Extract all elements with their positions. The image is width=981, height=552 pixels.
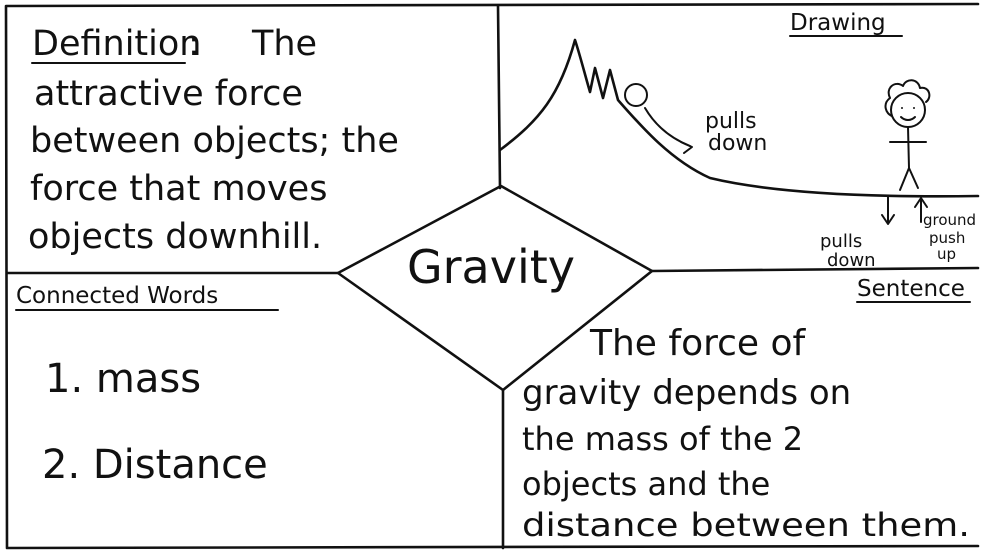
up-arrowhead <box>914 197 928 208</box>
definition-line: objects downhill. <box>28 217 322 257</box>
connected-words-heading: Connected Words <box>16 283 218 309</box>
slope-arrowhead <box>680 141 693 154</box>
sentence-line: objects and the <box>522 465 770 503</box>
definition-line: between objects; the <box>30 121 399 161</box>
ground-push-label: push <box>929 229 965 247</box>
definition-line: The <box>251 24 317 64</box>
ground-push-label: up <box>937 245 956 263</box>
down-arrowhead <box>881 214 895 225</box>
center-word: Gravity <box>407 240 575 294</box>
definition-section: Definition : The attractive force betwee… <box>28 24 399 257</box>
center-diamond <box>336 184 654 392</box>
vertical-divider <box>496 4 505 550</box>
card-border <box>4 2 980 550</box>
ground-push-label: ground <box>923 211 976 229</box>
sentence-line: the mass of the 2 <box>522 420 803 458</box>
connected-word-item: 1. mass <box>45 356 201 402</box>
ball-drawing <box>624 83 648 107</box>
slope-label: pulls <box>705 109 757 134</box>
connected-word-item: 2. Distance <box>42 442 268 488</box>
slope-arrow <box>644 107 691 147</box>
connected-words-section: Connected Words 1. mass 2. Distance <box>15 283 279 488</box>
definition-heading: Definition <box>32 24 201 64</box>
definition-line: attractive force <box>34 74 303 114</box>
sentence-heading: Sentence <box>857 276 965 302</box>
sentence-line: gravity depends on <box>522 373 851 413</box>
drawing-heading: Drawing <box>790 10 886 36</box>
sentence-section: Sentence The force of gravity depends on… <box>522 276 971 544</box>
slope-label: down <box>708 131 767 156</box>
hill-drawing <box>498 38 980 198</box>
sentence-line: The force of <box>589 323 807 364</box>
pulls-down-label: down <box>827 250 876 271</box>
definition-line: force that moves <box>30 169 327 209</box>
definition-colon: : <box>188 24 200 64</box>
sentence-line: distance between them. <box>522 506 970 544</box>
pulls-down-label: pulls <box>820 231 862 252</box>
horizontal-divider <box>5 266 980 275</box>
stick-figure-drawing <box>884 79 931 191</box>
drawing-section: Drawing pulls down pulls down ground pus… <box>498 10 980 271</box>
